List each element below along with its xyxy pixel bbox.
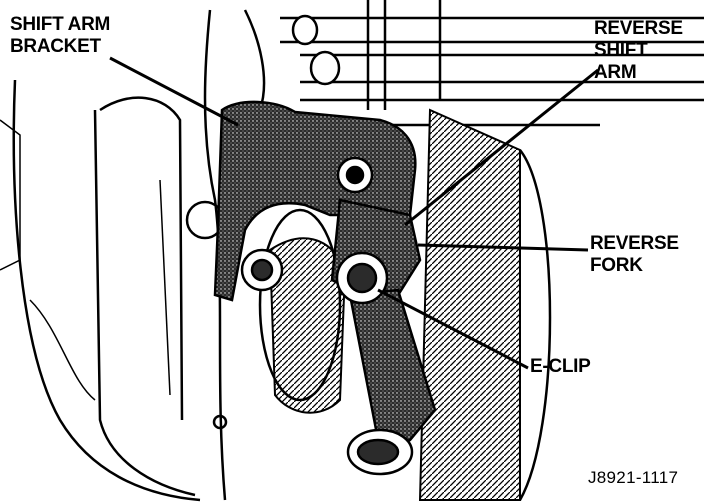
reverse-gear	[258, 108, 552, 501]
label-reverse-shift-arm: REVERSE SHIFT ARM	[594, 18, 683, 83]
leader-lines	[109, 56, 599, 370]
shift-arm-bracket-part	[213, 100, 417, 302]
label-reverse-fork: REVERSE FORK	[590, 233, 679, 276]
leader-reverse-fork	[417, 243, 589, 252]
label-shift-arm-bracket: SHIFT ARM BRACKET	[10, 14, 111, 57]
label-e-clip: E-CLIP	[530, 356, 591, 377]
leader-e-clip	[377, 288, 529, 370]
leader-shift-arm-bracket	[109, 56, 239, 127]
e-clip-part	[240, 248, 389, 305]
leader-reverse-shift-arm	[404, 68, 599, 227]
reverse-shift-arm-part	[330, 198, 437, 476]
shift-rails	[280, 0, 704, 127]
housing-casting	[0, 9, 266, 502]
figure-reference-number: J8921-1117	[588, 468, 679, 487]
